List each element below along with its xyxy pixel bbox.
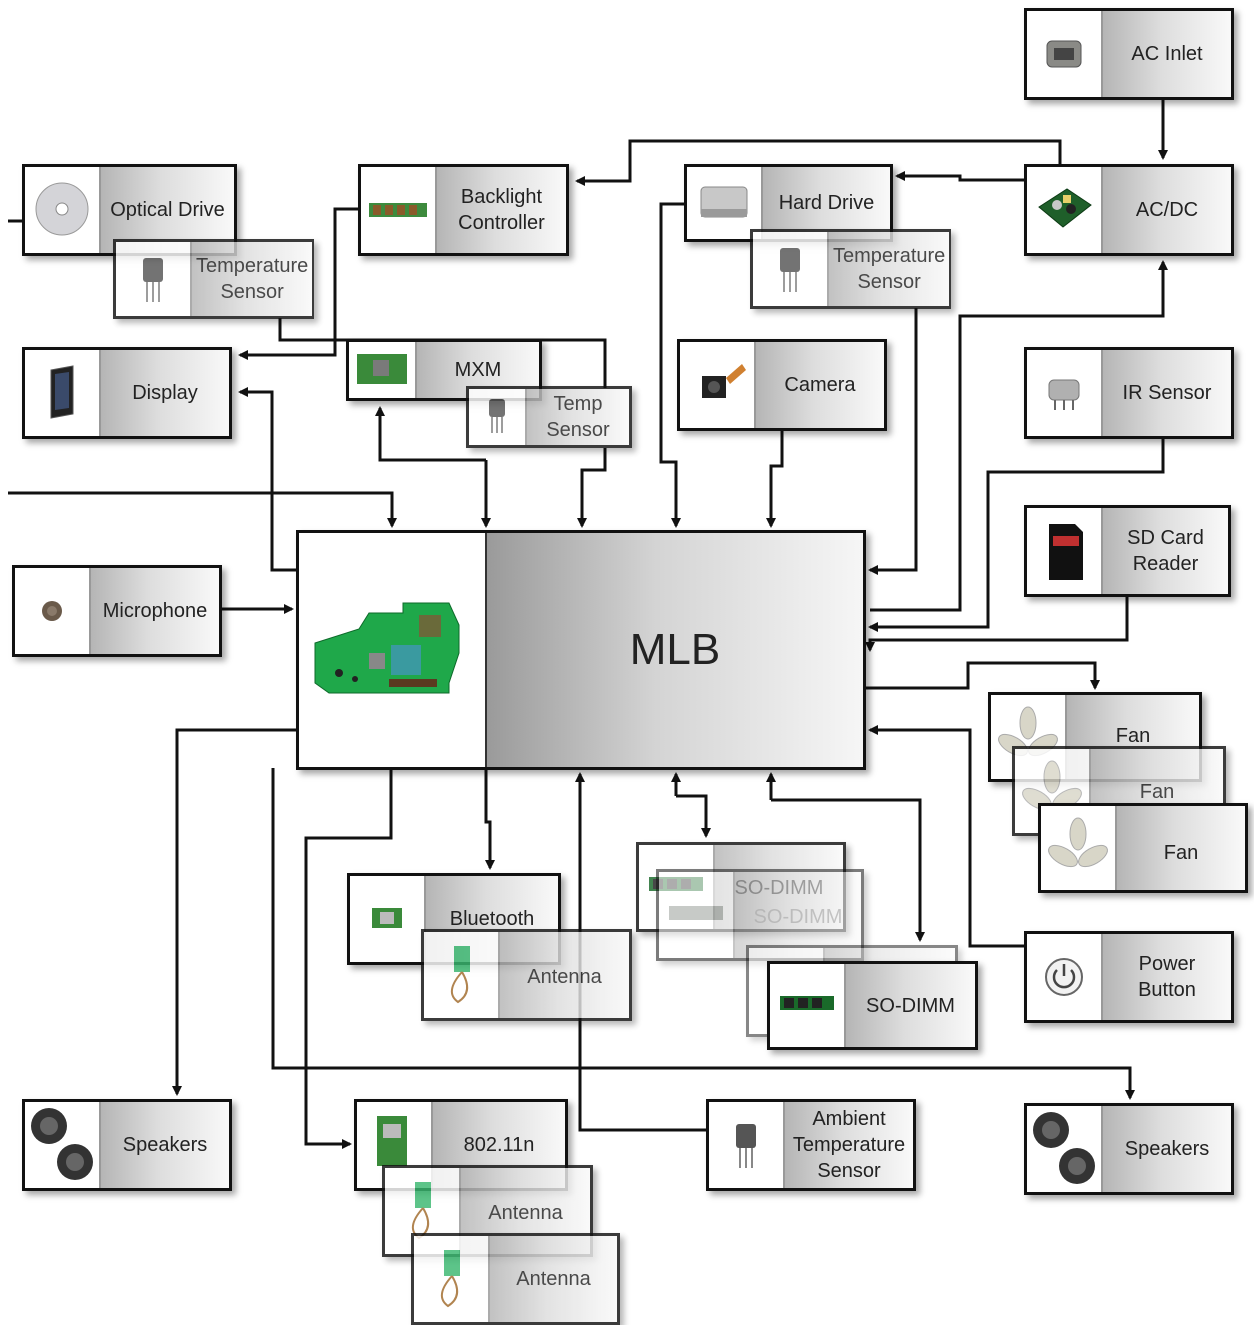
temp-sensor-icon bbox=[469, 389, 527, 445]
node-sd-card-reader[interactable]: SD Card Reader bbox=[1024, 505, 1231, 597]
node-fan-3[interactable]: Fan bbox=[1038, 803, 1248, 893]
wire-mxmtemp-mlb bbox=[577, 448, 607, 528]
wire-mlb-speakers-right bbox=[271, 768, 1135, 1100]
node-temp-sensor-mxm[interactable]: Temp Sensor bbox=[466, 386, 632, 448]
ambient-temp-sensor-label: Ambient Temperature Sensor bbox=[785, 1102, 913, 1188]
display-icon bbox=[25, 350, 101, 436]
node-camera[interactable]: Camera bbox=[677, 339, 887, 431]
camera-label: Camera bbox=[756, 342, 884, 428]
disc-icon bbox=[25, 167, 101, 253]
wire-ir-mlb bbox=[868, 438, 1165, 632]
antenna-icon bbox=[385, 1168, 461, 1254]
ac-dc-label: AC/DC bbox=[1103, 167, 1231, 253]
node-mlb[interactable]: MLB bbox=[296, 530, 866, 770]
temp-sensor-optical-label: Temperature Sensor bbox=[192, 242, 313, 316]
wire-mlb-speakers-left bbox=[172, 728, 297, 1096]
sd-card-reader-label: SD Card Reader bbox=[1103, 508, 1228, 594]
bluetooth-module-icon bbox=[350, 876, 426, 962]
node-speakers-right[interactable]: Speakers bbox=[1024, 1103, 1234, 1195]
wire-left-mlb bbox=[8, 491, 397, 528]
wire-camera-mlb bbox=[766, 430, 784, 528]
node-power-button[interactable]: Power Button bbox=[1024, 931, 1234, 1023]
wire-mlb-mxm bbox=[375, 406, 486, 462]
sd-card-icon bbox=[1027, 508, 1103, 594]
wire-mlb-sodimm1 bbox=[676, 794, 711, 838]
node-ac-dc[interactable]: AC/DC bbox=[1024, 164, 1234, 256]
wire-ambient-mlb bbox=[575, 772, 708, 1132]
backlight-board-icon bbox=[361, 167, 437, 253]
wire-acdc-harddrive bbox=[895, 171, 1025, 182]
microphone-label: Microphone bbox=[91, 568, 219, 654]
node-ambient-temp-sensor[interactable]: Ambient Temperature Sensor bbox=[706, 1099, 916, 1191]
logic-board-icon bbox=[299, 533, 487, 767]
speakers-left-label: Speakers bbox=[101, 1102, 229, 1188]
fan-icon bbox=[1041, 806, 1117, 890]
ir-sensor-icon bbox=[1027, 350, 1103, 436]
optical-drive-label: Optical Drive bbox=[101, 167, 234, 253]
wire-mlb-acdc bbox=[870, 260, 1168, 612]
node-ir-sensor[interactable]: IR Sensor bbox=[1024, 347, 1234, 439]
speaker-icon bbox=[1027, 1106, 1103, 1192]
ac-inlet-label: AC Inlet bbox=[1103, 11, 1231, 97]
power-icon bbox=[1027, 934, 1103, 1020]
antenna-bt-label: Antenna bbox=[500, 932, 629, 1018]
antenna-wifi-2-label: Antenna bbox=[490, 1236, 617, 1322]
wire-hddtemp-mlb bbox=[868, 308, 918, 575]
node-antenna-wifi-2[interactable]: Antenna bbox=[411, 1233, 620, 1325]
hard-drive-icon bbox=[687, 167, 763, 239]
display-label: Display bbox=[101, 350, 229, 436]
hard-drive-label: Hard Drive bbox=[763, 167, 890, 239]
temp-sensor-hdd-label: Temperature Sensor bbox=[829, 232, 950, 306]
node-microphone[interactable]: Microphone bbox=[12, 565, 222, 657]
node-temp-sensor-hdd[interactable]: Temperature Sensor bbox=[750, 229, 951, 309]
wire-mlb-display bbox=[238, 387, 297, 572]
wire-mlb-fan bbox=[866, 661, 1100, 690]
wire-harddrive-mlb bbox=[659, 202, 686, 528]
wire-mlb-sodimm3 bbox=[771, 798, 925, 942]
ac-inlet-icon bbox=[1027, 11, 1103, 97]
so-dimm-2-label: SO-DIMM bbox=[735, 872, 861, 958]
temp-sensor-icon bbox=[116, 242, 192, 316]
memory-module-icon bbox=[659, 872, 735, 958]
wire-acdc-backlight bbox=[575, 139, 1062, 186]
wire-power-mlb bbox=[868, 725, 1025, 948]
ir-sensor-label: IR Sensor bbox=[1103, 350, 1231, 436]
node-display[interactable]: Display bbox=[22, 347, 232, 439]
memory-module-icon bbox=[770, 964, 846, 1047]
fan-3-label: Fan bbox=[1117, 806, 1245, 890]
wire-mlb-bluetooth bbox=[484, 768, 495, 870]
wire-sd-mlb bbox=[865, 595, 1129, 652]
temp-sensor-icon bbox=[709, 1102, 785, 1188]
gpu-card-icon bbox=[349, 342, 417, 398]
temp-sensor-mxm-label: Temp Sensor bbox=[527, 389, 629, 445]
node-speakers-left[interactable]: Speakers bbox=[22, 1099, 232, 1191]
power-supply-icon bbox=[1027, 167, 1103, 253]
temp-sensor-icon bbox=[753, 232, 829, 306]
speaker-icon bbox=[25, 1102, 101, 1188]
wire-backlight-display bbox=[238, 207, 358, 360]
antenna-icon bbox=[424, 932, 500, 1018]
node-so-dimm-3[interactable]: SO-DIMM bbox=[767, 961, 978, 1050]
microphone-icon bbox=[15, 568, 91, 654]
node-ac-inlet[interactable]: AC Inlet bbox=[1024, 8, 1234, 100]
speakers-right-label: Speakers bbox=[1103, 1106, 1231, 1192]
power-button-label: Power Button bbox=[1103, 934, 1231, 1020]
camera-icon bbox=[680, 342, 756, 428]
node-backlight-controller[interactable]: Backlight Controller bbox=[358, 164, 569, 256]
mlb-label: MLB bbox=[487, 533, 863, 767]
so-dimm-3-label: SO-DIMM bbox=[846, 964, 975, 1047]
node-temp-sensor-optical[interactable]: Temperature Sensor bbox=[113, 239, 314, 319]
backlight-controller-label: Backlight Controller bbox=[437, 167, 566, 253]
node-antenna-bt[interactable]: Antenna bbox=[421, 929, 632, 1021]
wire-mlb-wifi bbox=[304, 768, 393, 1149]
node-bluetooth[interactable]: Bluetooth bbox=[347, 873, 561, 965]
antenna-icon bbox=[414, 1236, 490, 1322]
